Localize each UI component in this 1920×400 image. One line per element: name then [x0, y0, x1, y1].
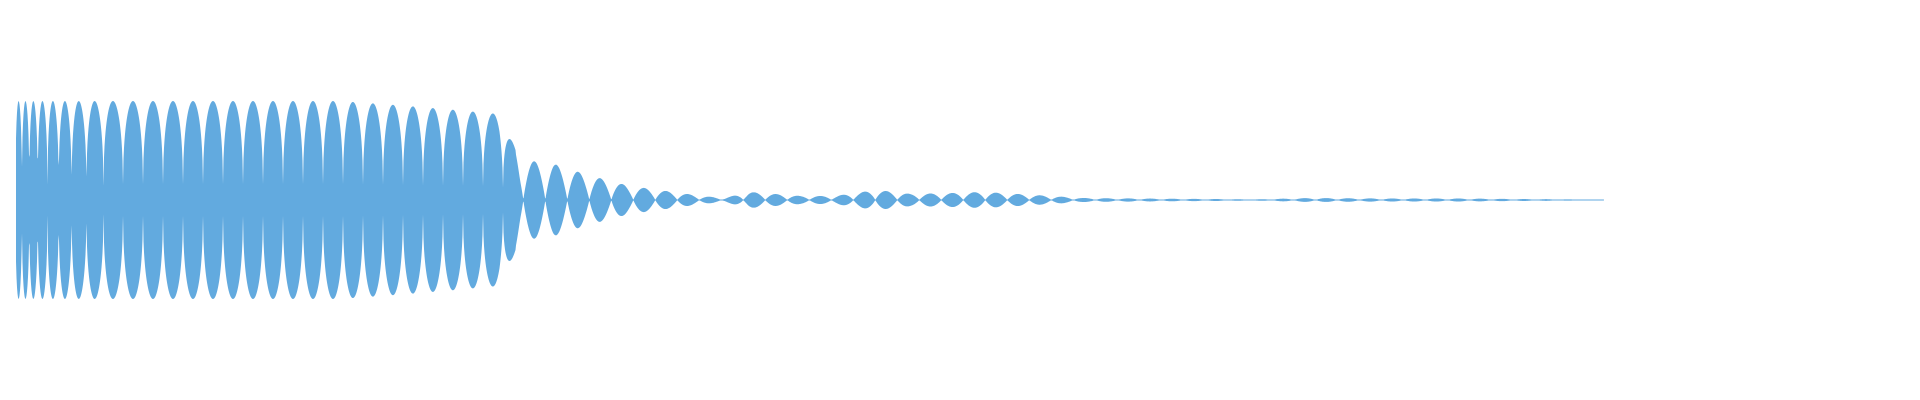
waveform: [16, 101, 1604, 299]
